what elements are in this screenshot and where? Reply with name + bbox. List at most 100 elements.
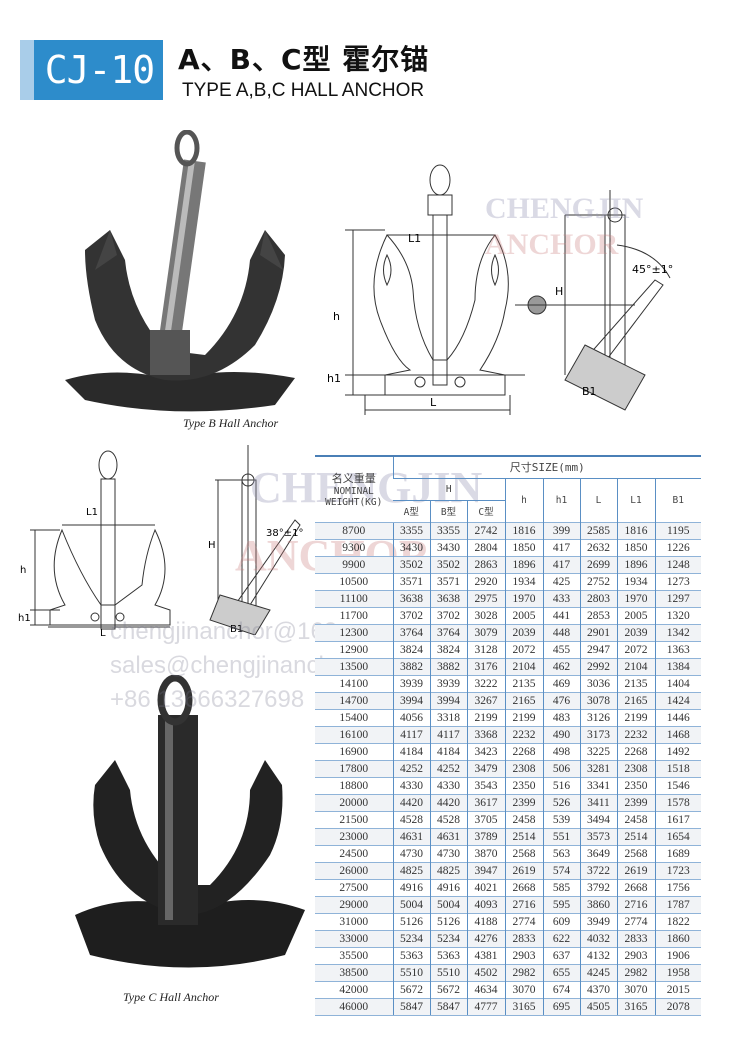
table-cell: 1195 — [654, 521, 701, 539]
table-cell: 46000 — [315, 997, 393, 1016]
table-cell: 5004 — [392, 895, 430, 913]
table-cell: 2165 — [504, 691, 543, 709]
table-cell: 4825 — [392, 861, 430, 879]
table-cell: 1342 — [654, 623, 701, 641]
table-cell: 12900 — [315, 640, 393, 658]
table-cell: 1906 — [654, 946, 701, 964]
table-cell: 1468 — [654, 725, 701, 743]
table-cell: 2632 — [579, 538, 617, 556]
table-cell: 2039 — [616, 623, 655, 641]
table-cell: 3355 — [392, 521, 430, 539]
table-cell: 2308 — [616, 759, 655, 777]
table-cell: 1816 — [616, 521, 655, 539]
table-cell: 3126 — [579, 708, 617, 726]
table-cell: 4420 — [429, 793, 467, 811]
table-cell: 516 — [542, 776, 580, 794]
table-cell: 4245 — [579, 963, 617, 981]
table-cell: 4184 — [429, 742, 467, 760]
table-cell: 1546 — [654, 776, 701, 794]
table-cell: 3078 — [579, 691, 617, 709]
table-cell: 2833 — [616, 929, 655, 947]
table-cell: 3165 — [616, 997, 655, 1016]
table-cell: 1384 — [654, 657, 701, 675]
table-cell: 4916 — [429, 878, 467, 896]
table-cell: 2619 — [504, 861, 543, 879]
table-cell: 1958 — [654, 963, 701, 981]
table-cell: 1816 — [504, 521, 543, 539]
table-cell: 3792 — [579, 878, 617, 896]
table-cell: 433 — [542, 589, 580, 607]
table-cell: 1424 — [654, 691, 701, 709]
table-cell: 5510 — [429, 963, 467, 981]
table-cell: 695 — [542, 997, 580, 1016]
table-cell: 585 — [542, 878, 580, 896]
table-cell: 5004 — [429, 895, 467, 913]
table-cell: 3128 — [466, 640, 505, 658]
table-cell: 3318 — [429, 708, 467, 726]
table-cell: 3702 — [429, 606, 467, 624]
type-c-header: C型 — [466, 500, 505, 522]
table-cell: 4330 — [392, 776, 430, 794]
table-cell: 2901 — [579, 623, 617, 641]
table-cell: 2308 — [504, 759, 543, 777]
table-cell: 4117 — [429, 725, 467, 743]
table-cell: 1248 — [654, 555, 701, 573]
table-cell: 417 — [542, 555, 580, 573]
table-cell: 2350 — [616, 776, 655, 794]
table-cell: 476 — [542, 691, 580, 709]
size-header: 尺寸SIZE(mm) — [392, 455, 701, 479]
table-cell: 3225 — [579, 742, 617, 760]
table-cell: 3368 — [466, 725, 505, 743]
table-cell: 462 — [542, 657, 580, 675]
table-cell: 4252 — [392, 759, 430, 777]
table-cell: 3543 — [466, 776, 505, 794]
table-cell: 2072 — [504, 640, 543, 658]
table-cell: 2568 — [504, 844, 543, 862]
table-cell: 3430 — [429, 538, 467, 556]
table-cell: 3824 — [392, 640, 430, 658]
table-cell: 3423 — [466, 742, 505, 760]
table-cell: 4093 — [466, 895, 505, 913]
table-cell: 2039 — [504, 623, 543, 641]
table-cell: 2072 — [616, 640, 655, 658]
table-cell: 3882 — [392, 657, 430, 675]
table-cell: 1850 — [504, 538, 543, 556]
table-cell: 2903 — [616, 946, 655, 964]
L1-header: L1 — [616, 478, 655, 522]
table-cell: 2804 — [466, 538, 505, 556]
table-cell: 5234 — [392, 929, 430, 947]
specification-table: 名义重量 NOMINAL WEIGHT(KG) 尺寸SIZE(mm) H h h… — [315, 455, 701, 1016]
table-cell: 2135 — [616, 674, 655, 692]
table-cell: 2104 — [616, 657, 655, 675]
type-a-header: A型 — [403, 507, 419, 518]
table-cell: 506 — [542, 759, 580, 777]
label-angle-top: 45°±1° — [632, 263, 674, 276]
table-cell: 16900 — [315, 742, 393, 760]
table-cell: 11700 — [315, 606, 393, 624]
table-cell: 5363 — [392, 946, 430, 964]
table-cell: 4634 — [466, 980, 505, 998]
L-header: L — [579, 478, 617, 522]
table-cell: 1860 — [654, 929, 701, 947]
table-cell: 1723 — [654, 861, 701, 879]
label-h-2: h — [20, 565, 27, 576]
label-H: H — [555, 285, 564, 298]
table-cell: 655 — [542, 963, 580, 981]
table-cell: 3860 — [579, 895, 617, 913]
label-l: L — [430, 396, 437, 409]
table-cell: 490 — [542, 725, 580, 743]
table-cell: 455 — [542, 640, 580, 658]
table-cell: 2232 — [616, 725, 655, 743]
table-cell: 3165 — [504, 997, 543, 1016]
table-cell: 2803 — [579, 589, 617, 607]
